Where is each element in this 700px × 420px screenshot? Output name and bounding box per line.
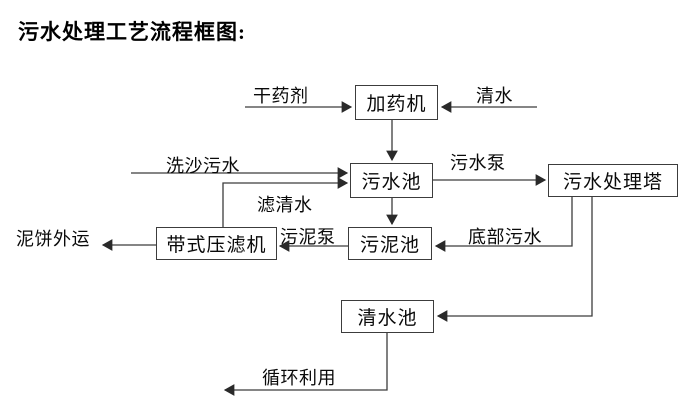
node-sewage-treatment-tower: 污水处理塔 [548, 164, 678, 197]
edge-label-sludge-pump: 污泥泵 [280, 227, 336, 247]
node-sewage-pool: 污水池 [350, 163, 433, 198]
edge-label-sewage-pump: 污水泵 [450, 153, 506, 173]
node-belt-filter-press: 带式压滤机 [156, 227, 277, 260]
arrow-filtered-water-press-to-sewage-pool [222, 177, 349, 227]
page-title: 污水处理工艺流程框图: [18, 20, 246, 44]
arrow-bottom-sewage-tower-to-sludge-pool [434, 197, 573, 252]
edge-label-bottom-sewage: 底部污水 [468, 227, 542, 247]
edge-label-recycle-use: 循环利用 [262, 368, 336, 388]
edge-label-filtered-water: 滤清水 [257, 195, 313, 215]
arrow-treatment-tower-to-clear-water-pool [436, 197, 593, 322]
node-sludge-pool: 污泥池 [348, 227, 432, 260]
edge-label-clear-water: 清水 [476, 86, 513, 106]
arrow-recycle-use-out [223, 333, 388, 396]
node-clear-water-pool: 清水池 [341, 300, 434, 333]
edge-label-sand-wash-sewage: 洗沙污水 [166, 156, 240, 176]
edge-label-mud-cake-out: 泥饼外运 [16, 229, 90, 249]
edge-label-dry-agent: 干药剂 [253, 86, 309, 106]
node-dosing-machine: 加药机 [355, 85, 438, 120]
